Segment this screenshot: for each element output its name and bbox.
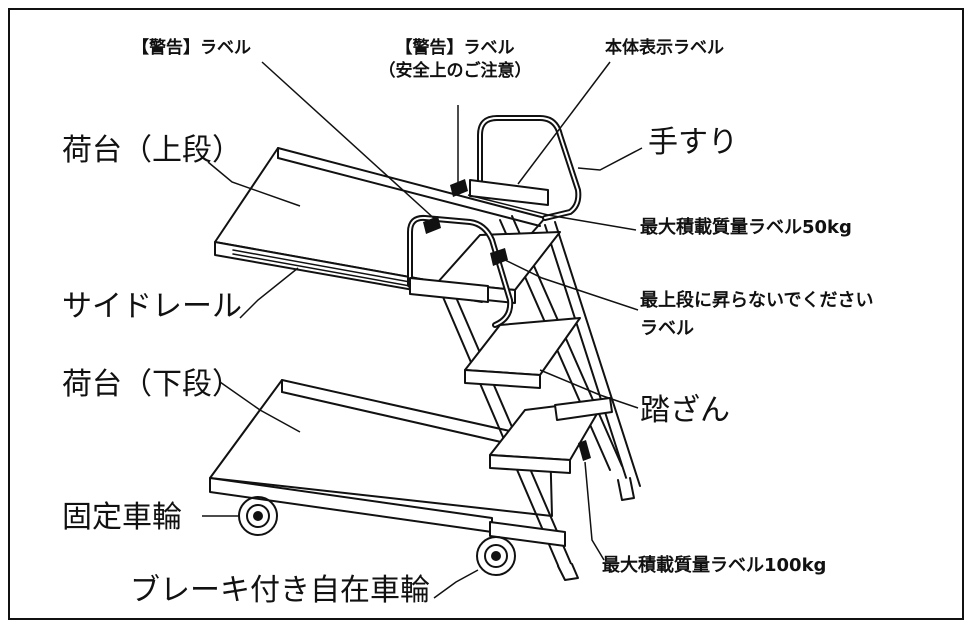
upper-deck-label: 荷台（上段） (62, 133, 242, 168)
leader-lines (202, 61, 643, 599)
no-climb-label: 最上段に昇らないでください ラベル (640, 292, 873, 338)
diagram-frame (8, 8, 964, 620)
label-marks (423, 179, 591, 461)
warning-label-left: 【警告】ラベル (132, 38, 251, 58)
max-load-label-100: 最大積載質量ラベル100kg (602, 555, 827, 576)
side-boxes (409, 179, 566, 547)
lower-deck-label: 荷台（下段） (62, 367, 242, 402)
warning-label-center: 【警告】ラベル （安全上のご注意） (350, 40, 560, 80)
fixed-caster-label: 固定車輪 (62, 500, 182, 535)
brake-caster-label: ブレーキ付き自在車輪 (130, 573, 430, 608)
max-load-label-50: 最大積載質量ラベル50kg (640, 217, 852, 238)
wheels (238, 496, 516, 576)
body-display-label: 本体表示ラベル (605, 38, 724, 58)
no-climb-label-line1: 最上段に昇らないでください (640, 290, 874, 311)
step-label: 踏ざん (640, 393, 730, 428)
handrails-shape (407, 115, 582, 328)
no-climb-label-line2: ラベル (640, 318, 694, 339)
handrail-label: 手すり (648, 125, 738, 160)
side-rail-label: サイドレール (62, 289, 242, 324)
warning-label-center-line2: （安全上のご注意） (378, 61, 532, 81)
warning-label-center-line1: 【警告】ラベル (395, 38, 515, 58)
